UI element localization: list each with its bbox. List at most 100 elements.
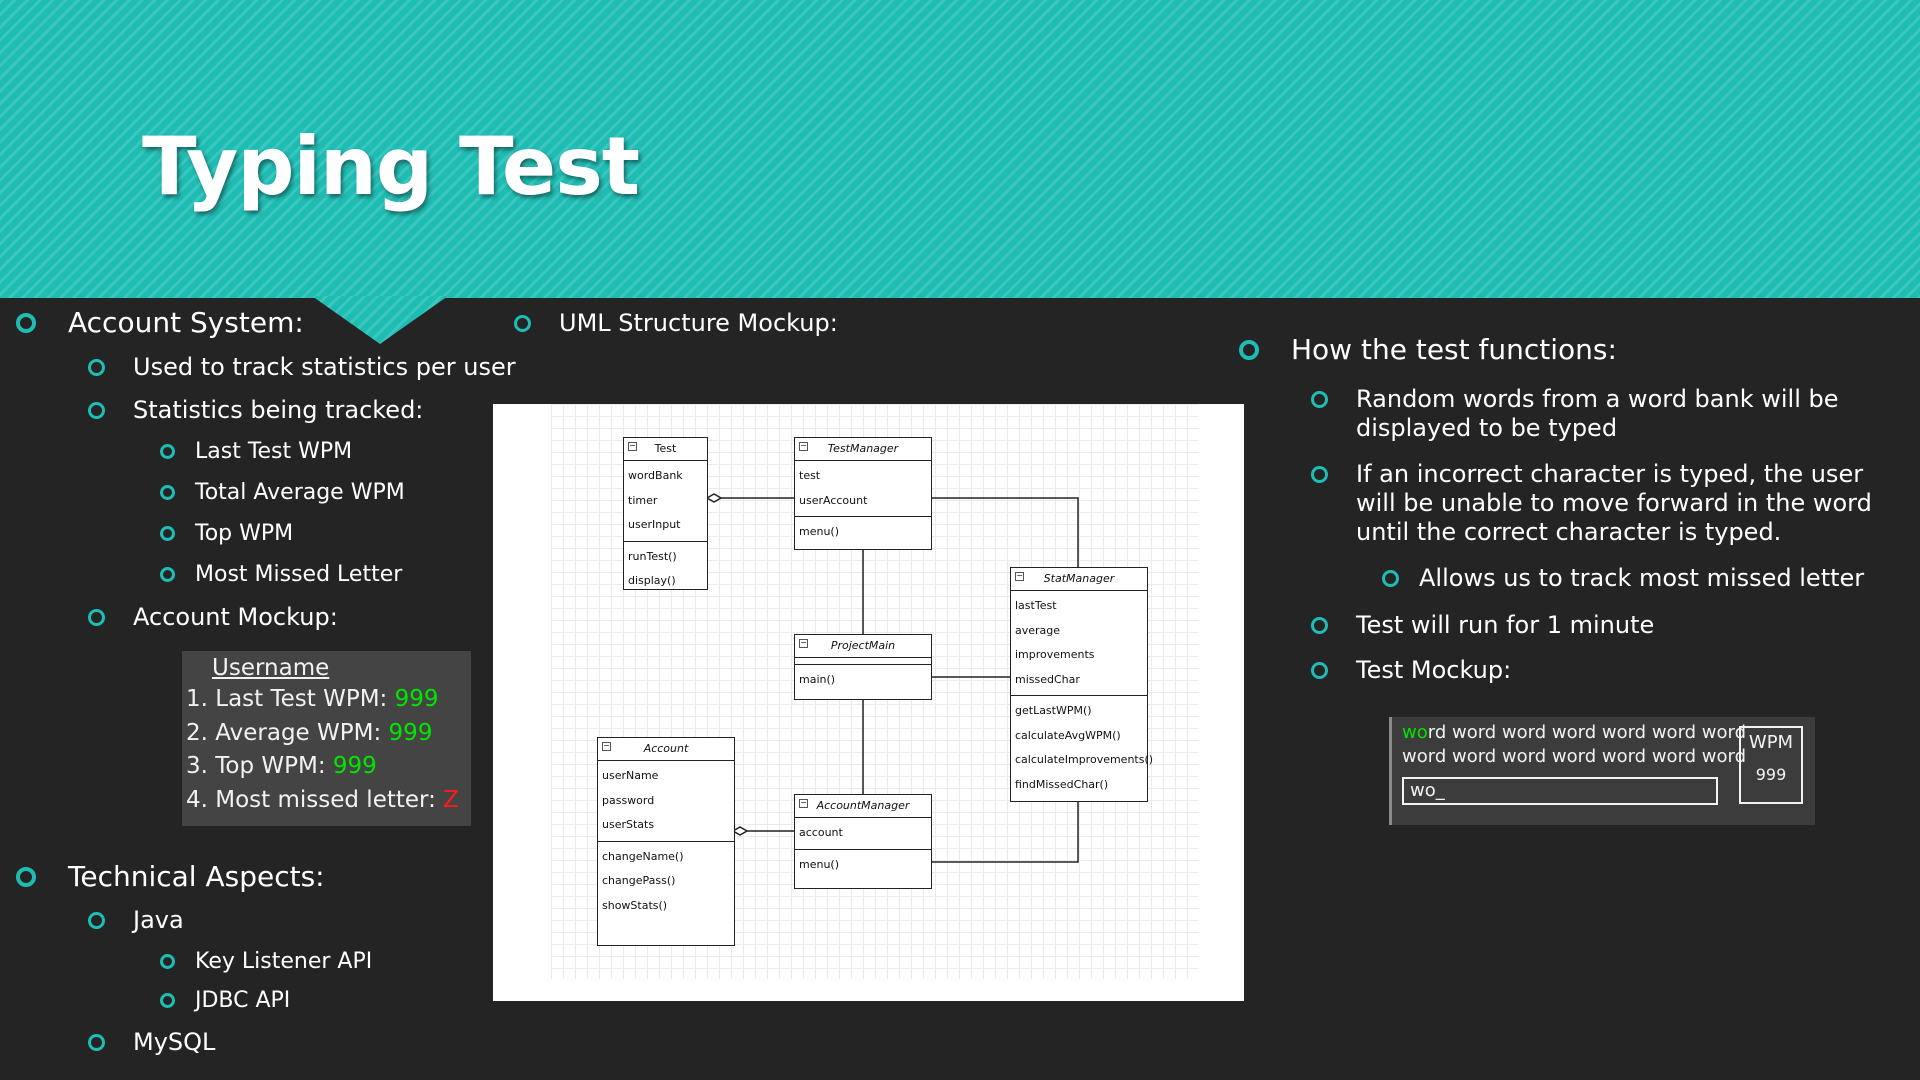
- bullet-technical-aspects: Technical Aspects:: [16, 860, 325, 893]
- bullet-ring-icon: [1239, 339, 1259, 360]
- bullet-ring-icon: [88, 1033, 105, 1051]
- uml-class-name: −AccountManager: [795, 795, 931, 818]
- account-row-label: 1. Last Test WPM:: [186, 686, 388, 712]
- typing-input[interactable]: wo_: [1402, 777, 1718, 805]
- account-row-value: 999: [394, 686, 439, 712]
- title-banner: [0, 0, 1920, 298]
- collapse-icon: −: [799, 798, 808, 808]
- account-row-value: 999: [332, 753, 377, 779]
- uml-field: userName: [602, 769, 659, 782]
- bullet-text: Allows us to track most missed letter: [1419, 564, 1865, 592]
- account-row: 3. Top WPM: 999: [186, 753, 377, 779]
- uml-method: getLastWPM(): [1015, 704, 1092, 717]
- account-row-label: 3. Top WPM:: [186, 753, 326, 779]
- bullet-stat-item: Most Missed Letter: [160, 562, 402, 587]
- account-row: 4. Most missed letter: Z: [186, 787, 459, 813]
- uml-fields: lastTest average improvements missedChar: [1011, 591, 1147, 696]
- word-display: word word word word word word word word …: [1402, 721, 1746, 769]
- uml-field: timer: [628, 493, 658, 507]
- collapse-icon: −: [602, 741, 611, 751]
- bullet-java-api: Key Listener API: [160, 949, 372, 974]
- bullet-allows-track: Allows us to track most missed letter: [1382, 564, 1864, 592]
- uml-field: userInput: [628, 518, 681, 531]
- collapse-icon: −: [799, 638, 808, 648]
- account-row: 1. Last Test WPM: 999: [186, 686, 439, 712]
- bullet-text: UML Structure Mockup:: [559, 309, 838, 337]
- bullet-account-mockup: Account Mockup:: [88, 603, 338, 631]
- uml-methods: runTest() display(): [624, 542, 707, 597]
- uml-field: account: [799, 826, 843, 839]
- uml-methods: menu(): [795, 517, 931, 548]
- bullet-text: Random words from a word bank will be di…: [1356, 385, 1839, 442]
- typed-characters: wo: [1402, 722, 1428, 743]
- uml-connectors: [705, 493, 1079, 863]
- bullet-ring-icon: [88, 358, 105, 376]
- bullet-stat-item: Top WPM: [160, 521, 293, 546]
- bullet-text: Java: [133, 906, 184, 934]
- remaining-words: word word word word word word word: [1402, 746, 1747, 767]
- uml-fields: test userAccount: [795, 461, 931, 517]
- bullet-ring-icon: [1311, 391, 1328, 408]
- uml-method: calculateAvgWPM(): [1015, 728, 1121, 742]
- collapse-icon: −: [799, 441, 808, 451]
- uml-fields: wordBank timer userInput: [624, 461, 707, 542]
- bullet-incorrect-char: If an incorrect character is typed, the …: [1311, 460, 1891, 547]
- uml-field: password: [602, 793, 655, 807]
- bullet-ring-icon: [1311, 616, 1328, 634]
- bullet-ring-icon: [160, 526, 175, 541]
- account-row-value: 999: [388, 720, 433, 746]
- bullet-ring-icon: [16, 312, 36, 333]
- bullet-ring-icon: [160, 954, 175, 969]
- uml-class-name: −ProjectMain: [795, 635, 931, 658]
- uml-class-accountmanager: −AccountManager account menu(): [794, 794, 932, 889]
- bullet-run-time: Test will run for 1 minute: [1311, 611, 1654, 639]
- bullet-text: Last Test WPM: [195, 439, 353, 464]
- bullet-text: Total Average WPM: [195, 480, 405, 505]
- uml-method: menu(): [799, 525, 840, 538]
- bullet-used-to-track: Used to track statistics per user: [88, 353, 516, 381]
- uml-field: average: [1015, 623, 1061, 637]
- wpm-label: WPM: [1748, 732, 1794, 753]
- wpm-value: 999: [1755, 765, 1787, 784]
- bullet-text: Account Mockup:: [133, 603, 338, 631]
- bullet-ring-icon: [160, 567, 175, 582]
- uml-class-name: −Account: [598, 738, 734, 761]
- uml-method: changeName(): [602, 849, 684, 863]
- bullet-ring-icon: [1382, 569, 1399, 587]
- uml-methods: getLastWPM() calculateAvgWPM() calculate…: [1011, 696, 1153, 800]
- uml-method: showStats(): [602, 898, 668, 912]
- bullet-text: Technical Aspects:: [68, 860, 325, 893]
- bullet-statistics-tracked: Statistics being tracked:: [88, 396, 423, 424]
- uml-class-name: −Test: [624, 438, 707, 461]
- bullet-ring-icon: [1311, 466, 1328, 483]
- bullet-ring-icon: [88, 911, 105, 929]
- uml-class-name: −StatManager: [1011, 568, 1147, 591]
- wpm-box: WPM 999: [1739, 726, 1803, 804]
- bullet-ring-icon: [160, 993, 175, 1008]
- uml-field: test: [799, 469, 821, 482]
- uml-methods: main(): [795, 665, 931, 696]
- uml-link-accountmanager-statmanager: [932, 802, 1079, 863]
- bullet-stat-item: Last Test WPM: [160, 439, 352, 464]
- uml-fields: account: [795, 818, 931, 850]
- uml-link-testmanager-statmanager: [932, 497, 1079, 567]
- uml-methods: menu(): [795, 850, 931, 881]
- bullet-ring-icon: [160, 485, 175, 500]
- uml-class-name: −TestManager: [795, 438, 931, 461]
- uml-class-testmanager: −TestManager test userAccount menu(): [794, 437, 932, 550]
- account-row-value: Z: [443, 787, 459, 813]
- uml-field: improvements: [1015, 648, 1095, 661]
- bullet-random-words: Random words from a word bank will be di…: [1311, 385, 1891, 443]
- uml-field: lastTest: [1015, 599, 1057, 612]
- bullet-text: JDBC API: [195, 988, 291, 1013]
- remaining-words: rd word word word word word word: [1427, 722, 1747, 743]
- uml-method: display(): [628, 574, 676, 587]
- bullet-ring-icon: [88, 401, 105, 419]
- bullet-text: Most Missed Letter: [195, 562, 403, 587]
- account-row: 2. Average WPM: 999: [186, 720, 432, 746]
- uml-methods: changeName() changePass() showStats(): [598, 842, 734, 922]
- uml-method: runTest(): [628, 549, 677, 563]
- account-row-label: 2. Average WPM:: [186, 720, 382, 746]
- bullet-ring-icon: [514, 314, 531, 332]
- bullet-text: Key Listener API: [195, 949, 373, 974]
